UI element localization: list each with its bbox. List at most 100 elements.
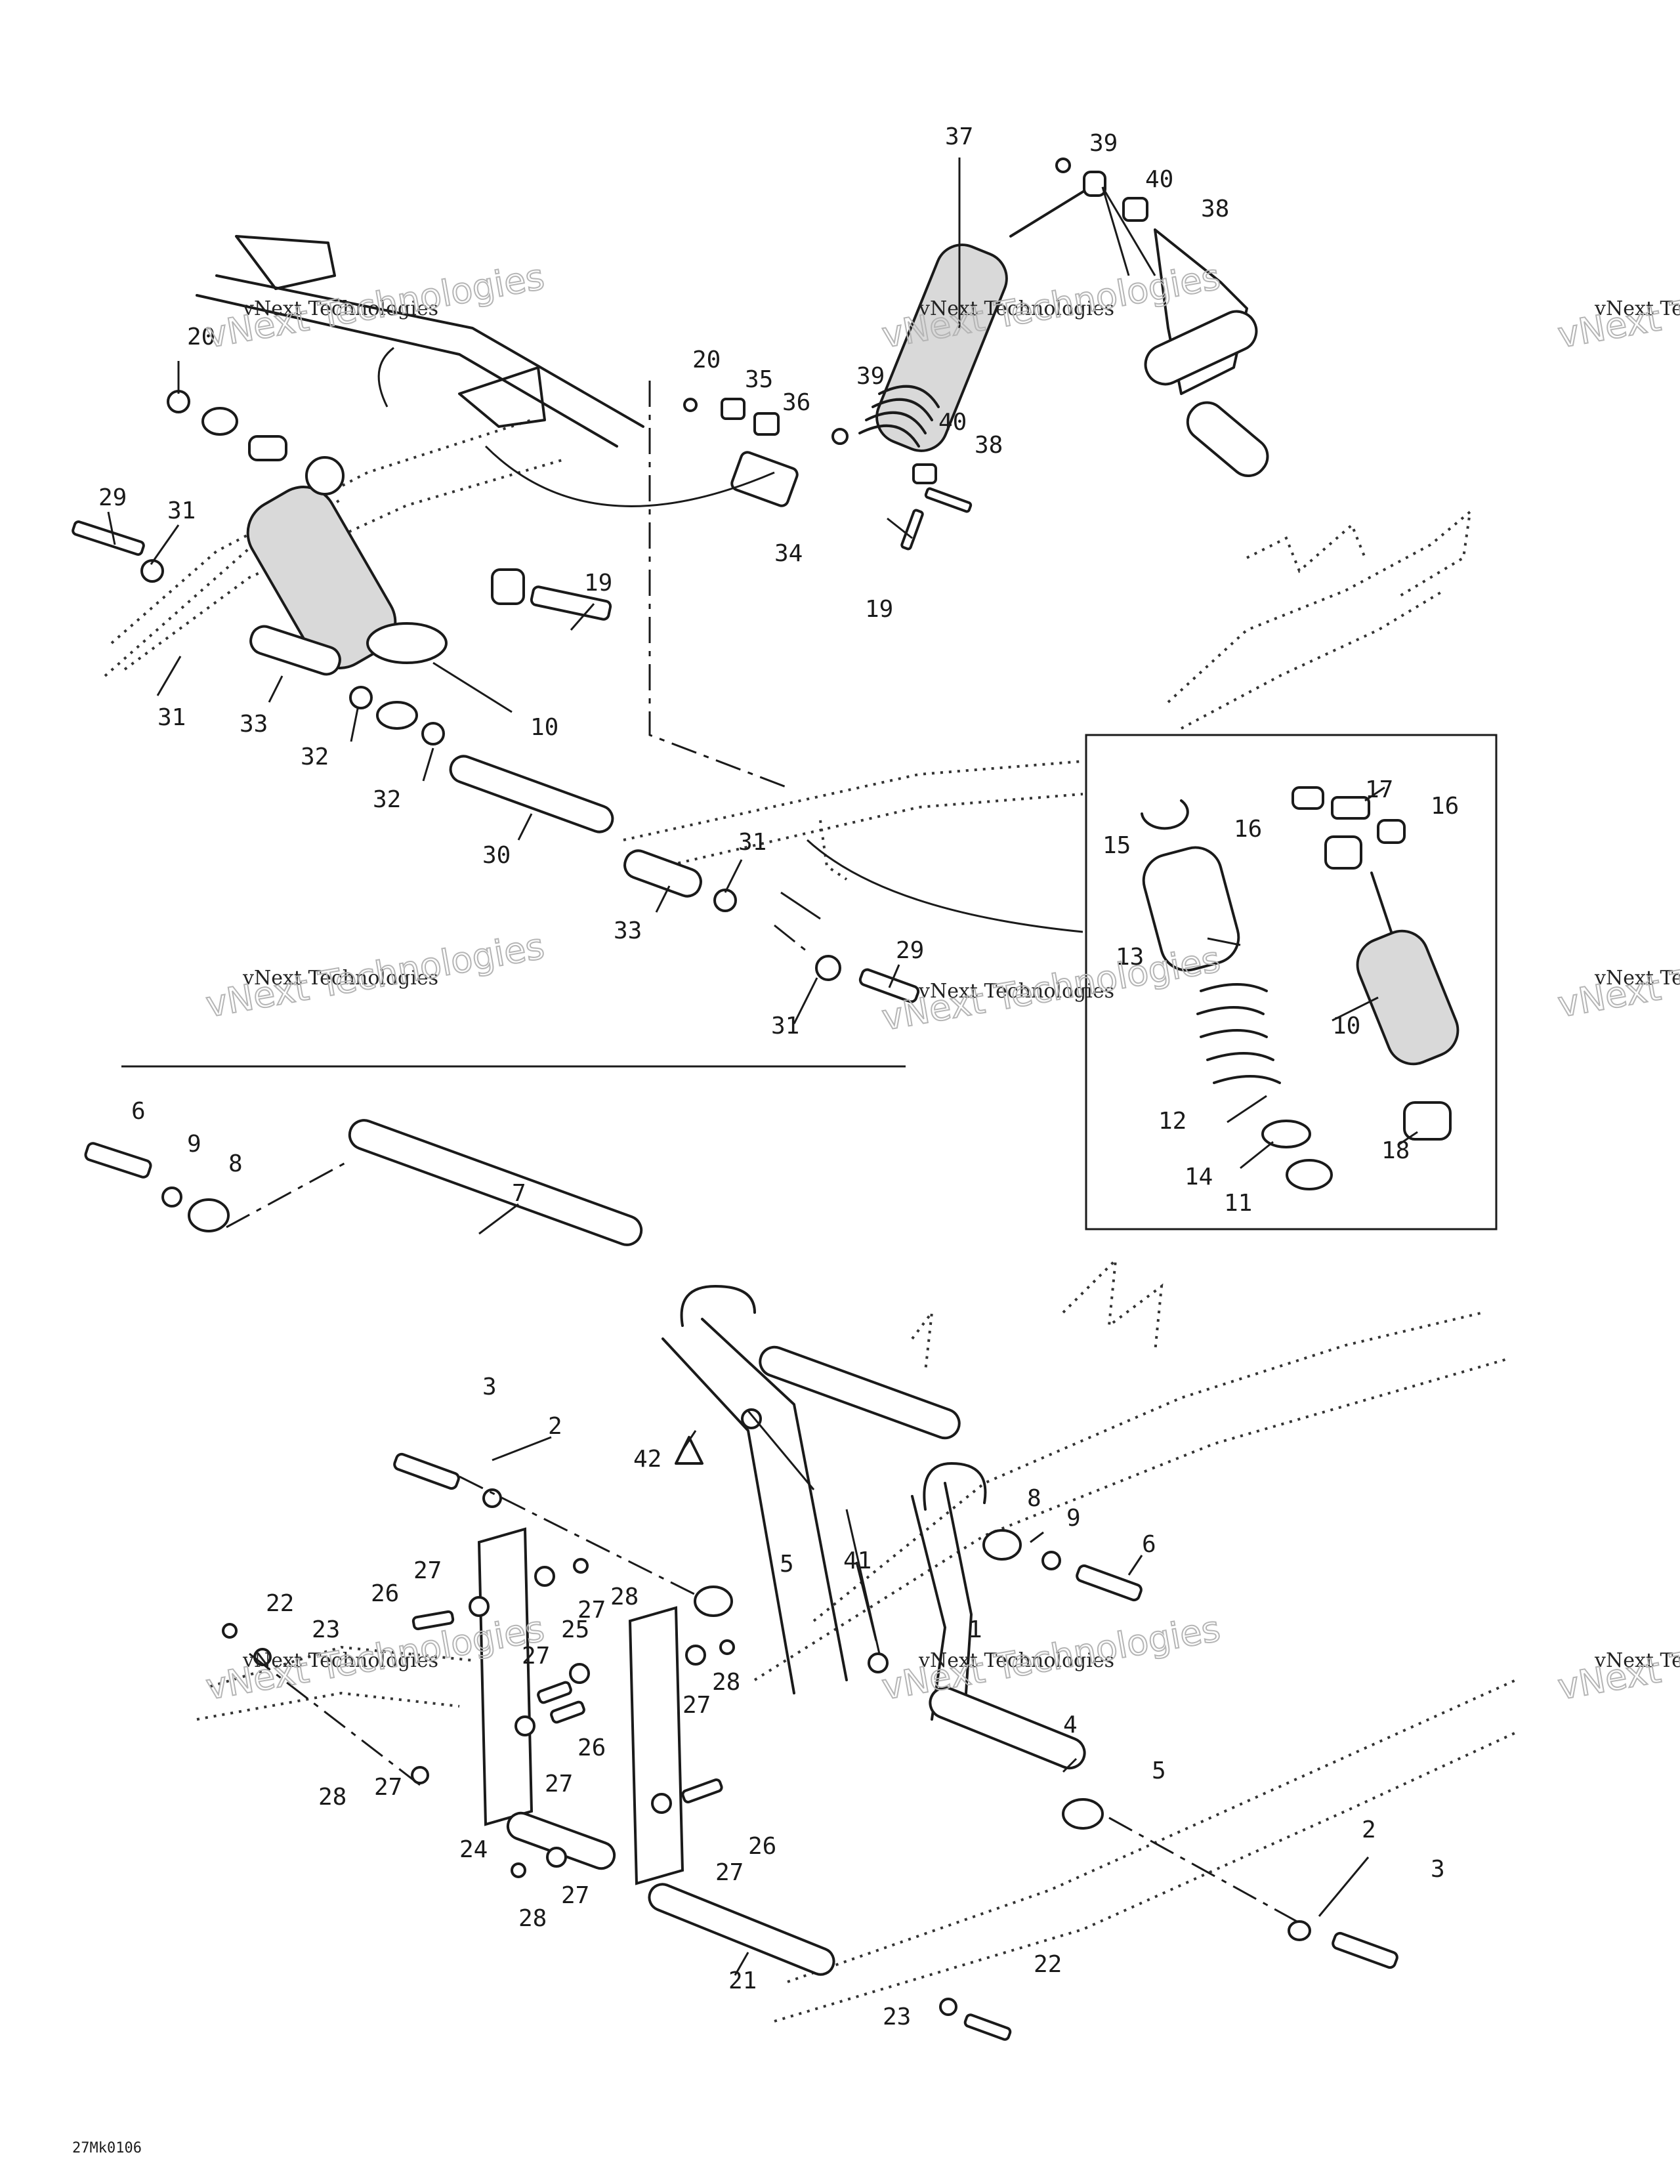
callout-22: 22: [266, 1590, 294, 1617]
callout-26: 26: [578, 1734, 606, 1761]
callout-2: 2: [1362, 1816, 1376, 1843]
callout-28: 28: [518, 1905, 547, 1932]
callout-26: 26: [371, 1580, 399, 1607]
callout-20: 20: [692, 346, 721, 373]
callout-4: 4: [1063, 1712, 1078, 1738]
callout-20: 20: [187, 324, 215, 350]
lower-rail-outline: [196, 1256, 1517, 2023]
front-shock-assembly: [72, 235, 644, 669]
callout-6: 6: [131, 1098, 146, 1125]
callout-8: 8: [1027, 1485, 1041, 1512]
callout-3: 3: [482, 1374, 497, 1400]
callout-11: 11: [1224, 1190, 1252, 1217]
callout-27: 27: [715, 1859, 744, 1886]
callout-9: 9: [187, 1131, 201, 1158]
callout-27: 27: [545, 1771, 573, 1797]
watermark-outline: vNext Technologies: [1555, 925, 1680, 1026]
callout-42: 42: [633, 1446, 662, 1473]
callout-36: 36: [782, 389, 810, 416]
callout-31: 31: [738, 829, 766, 856]
watermark: vNext Technologies vNext Technologies vNex…: [202, 255, 1680, 1709]
callout-37: 37: [945, 123, 973, 150]
callout-10: 10: [1332, 1013, 1360, 1040]
callout-6: 6: [1142, 1531, 1156, 1558]
callout-5: 5: [1152, 1757, 1166, 1784]
callout-14: 14: [1185, 1164, 1213, 1190]
callout-35: 35: [745, 366, 773, 393]
watermark-outline: vNext Technologies: [879, 938, 1223, 1039]
callout-33: 33: [240, 711, 268, 738]
watermark-outline: vNext Technologies: [1555, 1608, 1680, 1708]
callout-25: 25: [561, 1616, 589, 1643]
watermark-line: vNext Technologies: [918, 1649, 1114, 1672]
callout-8: 8: [228, 1150, 243, 1177]
bottom-leader-lines: [226, 1160, 1300, 1924]
callout-32: 32: [301, 744, 329, 770]
callout-5: 5: [780, 1551, 794, 1578]
callout-18: 18: [1381, 1137, 1410, 1164]
callout-29: 29: [98, 484, 127, 511]
callout-24: 24: [459, 1836, 488, 1863]
callout-38: 38: [1201, 196, 1229, 222]
callout-27: 27: [374, 1774, 402, 1801]
callout-19: 19: [865, 596, 893, 623]
callout-27: 27: [578, 1597, 606, 1624]
callout-21: 21: [728, 1967, 757, 1994]
top-leader-lines: [377, 346, 1083, 953]
callout-3: 3: [1431, 1856, 1445, 1883]
watermark-line: vNext Technologies: [1594, 967, 1680, 990]
callout-28: 28: [712, 1669, 740, 1696]
callout-23: 23: [312, 1616, 340, 1643]
callout-40: 40: [1145, 166, 1173, 193]
callout-23: 23: [883, 2004, 911, 2030]
callout-2: 2: [548, 1413, 562, 1440]
watermark-outline: vNext Technologies: [879, 1608, 1223, 1708]
watermark-line: vNext Technologies: [1594, 297, 1680, 320]
watermark-outline: vNext Technologies: [203, 925, 547, 1026]
callout-12: 12: [1158, 1108, 1186, 1135]
callout-29: 29: [896, 937, 924, 964]
rear-arm-assembly: [222, 1527, 1012, 2041]
callout-27: 27: [413, 1557, 442, 1584]
upper-cross-shafts: [249, 398, 973, 1003]
callout-28: 28: [318, 1784, 346, 1811]
watermark-line: vNext Technologies: [918, 297, 1114, 320]
callout-39: 39: [1089, 130, 1118, 157]
rear-shock-assembly: [858, 158, 1269, 477]
watermark-outline: vNext Technologies: [1555, 256, 1680, 356]
callout-40: 40: [938, 409, 967, 436]
callout-28: 28: [610, 1584, 639, 1610]
callout-27: 27: [682, 1692, 711, 1719]
callout-16: 16: [1431, 793, 1459, 820]
callout-34: 34: [774, 540, 803, 567]
callout-ticks: [107, 158, 1418, 1976]
callout-32: 32: [373, 786, 401, 813]
callout-17: 17: [1365, 776, 1393, 803]
watermark-line: vNext Technologies: [918, 980, 1114, 1003]
callout-19: 19: [584, 570, 612, 597]
callout-22: 22: [1034, 1951, 1062, 1978]
watermark-line: vNext Technologies: [242, 1649, 438, 1672]
callout-31: 31: [771, 1013, 799, 1040]
callout-10: 10: [530, 714, 558, 741]
callout-30: 30: [482, 842, 511, 869]
callout-33: 33: [614, 917, 642, 944]
watermark-line: vNext Technologies: [1594, 1649, 1680, 1672]
callout-7: 7: [512, 1180, 526, 1207]
callout-15: 15: [1102, 832, 1131, 859]
front-arm-assembly: [84, 1119, 1398, 1969]
drawing-code: 27Mk0106: [72, 2140, 142, 2156]
callout-31: 31: [158, 704, 186, 731]
callout-31: 31: [167, 497, 196, 524]
callout-13: 13: [1116, 944, 1144, 971]
callout-41: 41: [843, 1547, 872, 1574]
callout-27: 27: [522, 1643, 550, 1670]
callout-16: 16: [1234, 816, 1262, 843]
callout-26: 26: [748, 1833, 776, 1860]
callout-9: 9: [1066, 1505, 1081, 1532]
watermark-line: vNext Technologies: [242, 967, 438, 990]
callout-1: 1: [968, 1616, 982, 1643]
callout-39: 39: [856, 363, 885, 390]
